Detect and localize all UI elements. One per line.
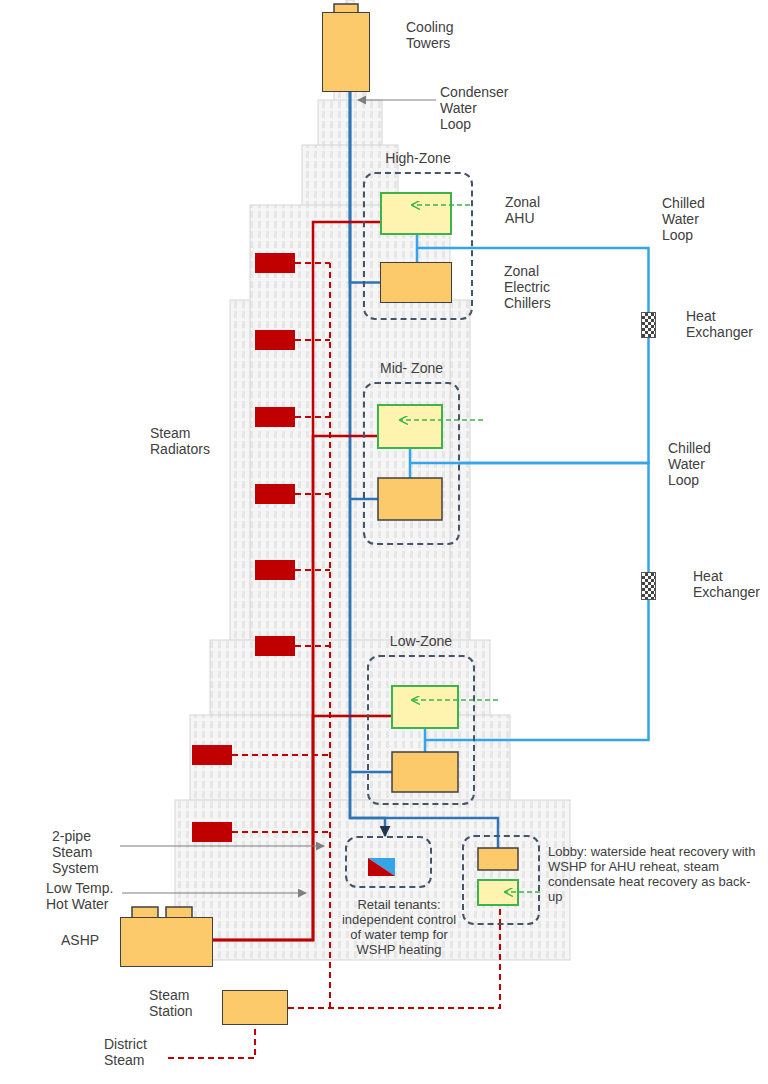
heat-exchanger: Heat Exchanger xyxy=(641,572,656,600)
leader-line xyxy=(358,99,436,100)
zonal-chiller xyxy=(478,848,518,870)
steam-radiator xyxy=(255,407,295,427)
air-handler: Zonal AHU xyxy=(380,192,452,235)
lobby-group: Lobby: waterside heat recovery with WSHP… xyxy=(462,835,540,925)
annotation-label: Chilled Water Loop xyxy=(668,440,730,488)
node-label: Low-Zone xyxy=(367,633,475,649)
zonal-chiller xyxy=(132,4,518,918)
node-label: Heat Exchanger xyxy=(693,568,768,600)
air-handler xyxy=(378,405,442,448)
annotation-label: 2-pipe Steam System xyxy=(52,828,114,876)
zone-group: Low-Zone xyxy=(367,655,475,805)
node-label: Mid- Zone xyxy=(363,360,460,376)
node-label: ASHP xyxy=(61,932,113,948)
outside-air-arrow xyxy=(412,204,470,206)
leader-line xyxy=(120,845,324,846)
zonal-chiller xyxy=(378,478,442,520)
retail-group: Retail tenants: independent control of w… xyxy=(345,836,432,888)
node-label: Zonal Electric Chillers xyxy=(504,263,579,311)
node-label: Cooling Towers xyxy=(406,19,476,51)
node-label: Heat Exchanger xyxy=(686,308,768,340)
annotation-label: Chilled Water Loop xyxy=(662,195,724,243)
air-handler xyxy=(392,686,458,728)
pipe-connector xyxy=(213,716,367,940)
air-source-heat-pump: ASHP xyxy=(120,917,213,967)
steam-radiator xyxy=(255,560,295,580)
steam-pipe xyxy=(499,905,501,925)
zone-group: High-ZoneZonal AHUZonal Electric Chiller… xyxy=(363,172,473,320)
building-silhouette xyxy=(175,800,570,960)
wshp-symbol xyxy=(368,858,395,876)
wshp-symbol xyxy=(368,858,395,876)
steam-station: Steam Station xyxy=(222,990,288,1025)
steam-radiator xyxy=(255,484,295,504)
annotation-label: District Steam xyxy=(104,1036,166,1068)
pipe-connector xyxy=(460,463,649,572)
annotation-label: Condenser Water Loop xyxy=(440,84,510,132)
zonal-chiller xyxy=(392,752,458,792)
zone-group: Mid- Zone xyxy=(363,382,460,545)
outside-air-arrow xyxy=(382,194,454,237)
steam-radiator xyxy=(192,745,232,765)
steam-pipe xyxy=(168,263,500,1058)
steam-pipe xyxy=(168,1025,255,1058)
cooling-tower: Cooling Towers xyxy=(322,12,370,92)
condenser-pipe xyxy=(350,499,498,848)
outside-air-arrow xyxy=(400,419,483,421)
annotation-label: Steam Radiators xyxy=(150,425,220,457)
outside-air-arrow xyxy=(412,699,498,701)
node-label: Zonal AHU xyxy=(505,194,565,226)
outside-air-arrow xyxy=(505,891,540,893)
heat-exchanger: Heat Exchanger xyxy=(641,312,656,338)
steam-pipe xyxy=(329,263,331,1008)
steam-pipe xyxy=(232,263,330,832)
pipe-connector xyxy=(460,338,649,463)
steam-radiator xyxy=(255,636,295,656)
pipe-connector xyxy=(475,600,649,740)
leader-line xyxy=(122,892,306,893)
node-label: Steam Station xyxy=(149,987,213,1019)
pipe-connector xyxy=(213,436,363,940)
steam-radiator xyxy=(192,253,295,842)
steam-radiator xyxy=(192,822,232,842)
pipe-connector xyxy=(213,222,380,940)
annotation-label: Low Temp. Hot Water xyxy=(46,880,118,912)
pipe-connector xyxy=(350,92,380,283)
node-label: High-Zone xyxy=(363,150,473,166)
node-label: Lobby: waterside heat recovery with WSHP… xyxy=(548,845,758,905)
steam-radiator xyxy=(255,330,295,350)
steam-radiator xyxy=(255,253,295,273)
wshp-symbol xyxy=(368,858,395,876)
condenser-pipe xyxy=(350,499,498,848)
electric-chiller: Zonal Electric Chillers xyxy=(380,262,452,303)
node-label: Retail tenants: independent control of w… xyxy=(340,898,458,958)
pipe-connector xyxy=(473,248,649,312)
building-silhouette xyxy=(175,0,570,960)
